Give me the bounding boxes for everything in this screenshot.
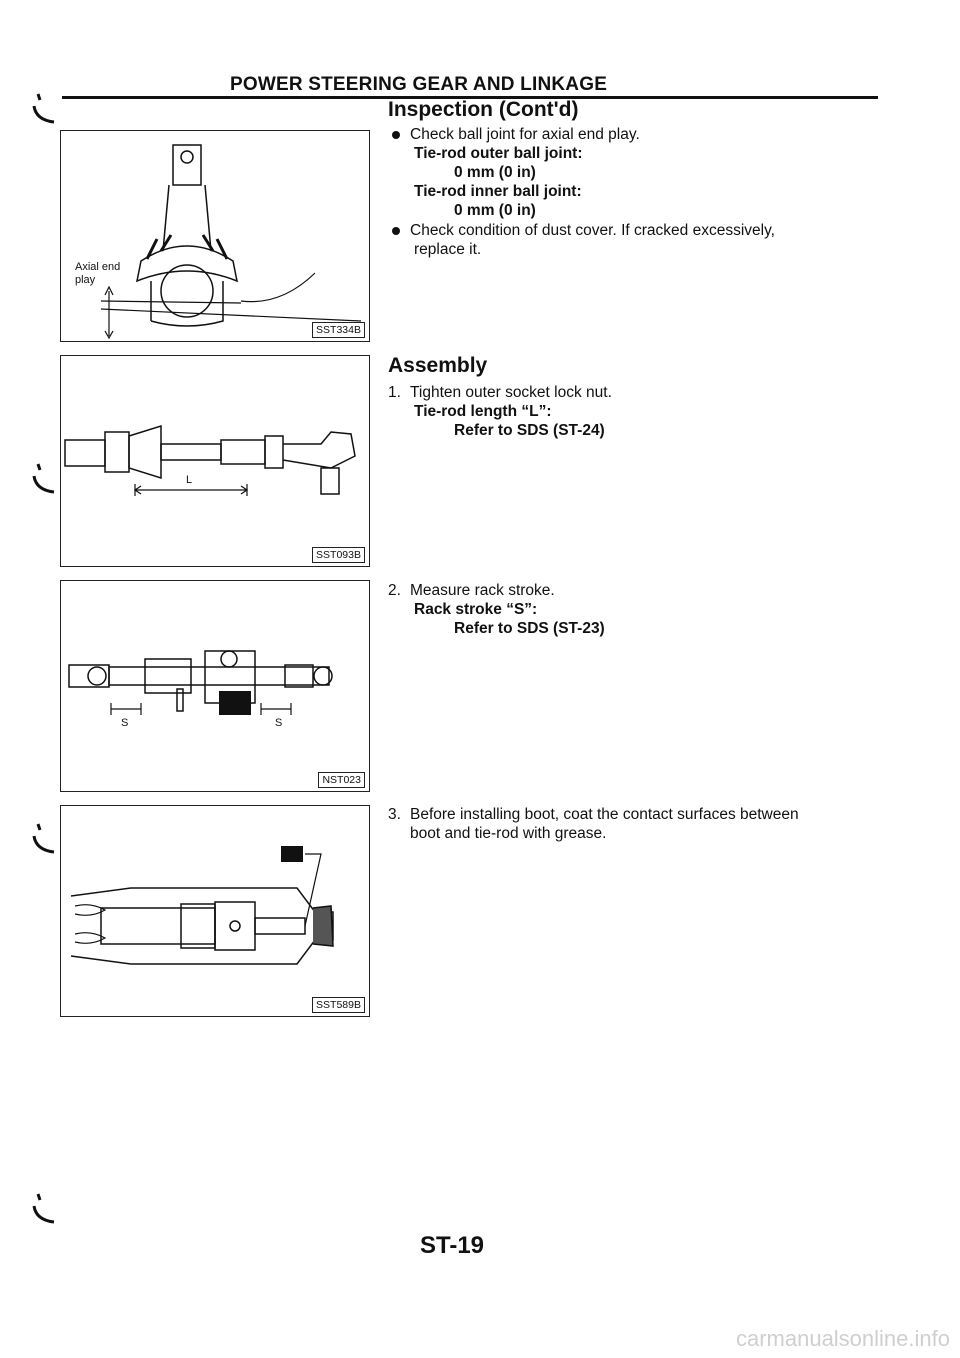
- inspection-bullet-2: Check condition of dust cover. If cracke…: [392, 222, 775, 240]
- inspection-bullet-1: Check ball joint for axial end play.: [392, 126, 640, 144]
- step-1-text: Tighten outer socket lock nut.: [410, 384, 612, 401]
- corner-mark-3: [32, 823, 55, 854]
- inner-ball-joint-value: 0 mm (0 in): [454, 202, 536, 219]
- figure-rack-stroke: S S NST023: [60, 580, 370, 792]
- inner-ball-joint-label: Tie-rod inner ball joint:: [414, 183, 582, 200]
- corner-mark-4: [32, 1193, 55, 1224]
- figure-code: SST093B: [312, 547, 365, 563]
- figure-code: SST334B: [312, 322, 365, 338]
- step-2-text: Measure rack stroke.: [410, 582, 555, 599]
- figure-ball-joint: Axial end play SST334B: [60, 130, 370, 342]
- corner-mark-2: [32, 463, 55, 494]
- boot-grease-illustration: [70, 846, 334, 965]
- figure-code: SST589B: [312, 997, 365, 1013]
- corner-mark-1: [32, 93, 55, 124]
- stroke-s-label-left: S: [121, 717, 129, 729]
- figure-tie-rod-length: L SST093B: [60, 355, 370, 567]
- axial-end-play-label-2: play: [75, 274, 96, 286]
- inspection-bullet-2-continued: replace it.: [414, 241, 482, 258]
- rack-stroke-illustration: [68, 650, 333, 715]
- figure-code: NST023: [318, 772, 365, 788]
- inspection-bullet-2-text: Check condition of dust cover. If cracke…: [410, 222, 775, 239]
- step-3-text-line-2: boot and tie-rod with grease.: [410, 825, 607, 842]
- length-l-label: L: [186, 474, 193, 486]
- axial-end-play-label-1: Axial end: [75, 261, 121, 273]
- step-1-number: 1.: [388, 384, 401, 401]
- step-2-spec-label: Rack stroke “S”:: [414, 601, 538, 618]
- inspection-title: Inspection (Cont'd): [388, 98, 579, 121]
- step-2-number: 2.: [388, 582, 401, 599]
- watermark: carmanualsonline.info: [735, 1326, 950, 1351]
- outer-ball-joint-value: 0 mm (0 in): [454, 164, 536, 181]
- figure-boot-grease: SST589B: [60, 805, 370, 1017]
- outer-ball-joint-label: Tie-rod outer ball joint:: [414, 145, 583, 162]
- step-1-spec-value: Refer to SDS (ST-24): [454, 422, 605, 439]
- assembly-title: Assembly: [388, 354, 488, 377]
- inspection-bullet-1-text: Check ball joint for axial end play.: [410, 126, 640, 143]
- page-header-title: POWER STEERING GEAR AND LINKAGE: [230, 74, 608, 95]
- step-3-text-line-1: Before installing boot, coat the contact…: [410, 806, 799, 823]
- step-3-number: 3.: [388, 806, 401, 823]
- page-number: ST-19: [420, 1232, 485, 1259]
- tie-rod-illustration: [64, 424, 356, 496]
- step-2-spec-value: Refer to SDS (ST-23): [454, 620, 605, 637]
- bullet-icon: [392, 130, 400, 139]
- header-rule: [62, 96, 878, 99]
- bullet-icon: [392, 226, 400, 235]
- stroke-s-label-right: S: [275, 717, 283, 729]
- ball-joint-illustration: [100, 144, 362, 340]
- step-1-spec-label: Tie-rod length “L”:: [414, 403, 552, 420]
